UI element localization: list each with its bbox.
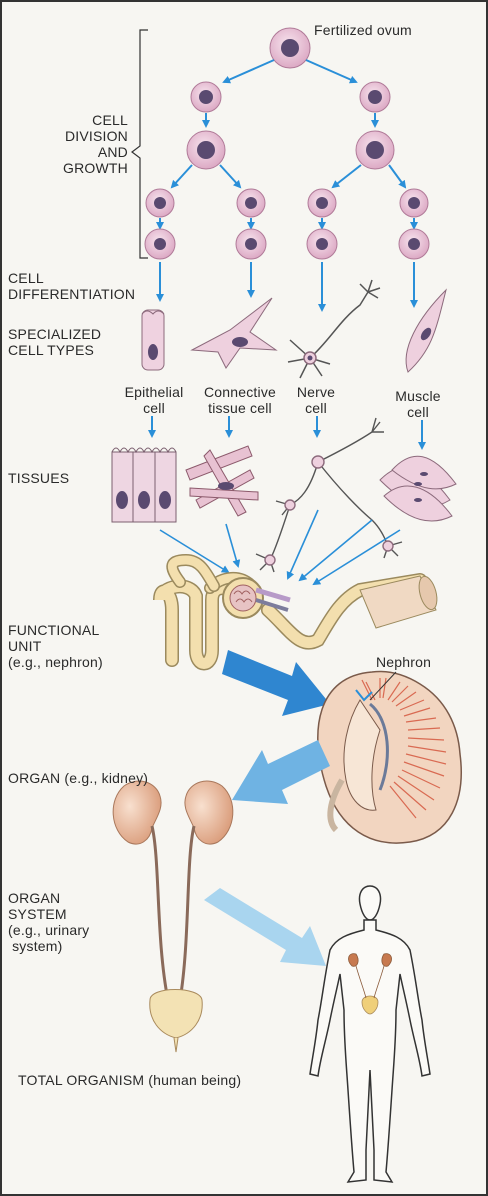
connective-cell-drawing <box>192 298 276 368</box>
label-line: CELL <box>48 112 128 128</box>
zygote-cell <box>270 28 310 68</box>
label-line: ORGAN <box>8 890 89 906</box>
label-line: CELL <box>8 270 135 286</box>
kidney-section-drawing <box>318 672 461 844</box>
cell-l3d <box>400 189 428 217</box>
cell-l4a <box>145 229 175 259</box>
label-fertilized-ovum: Fertilized ovum <box>314 22 412 38</box>
label-line: CELL TYPES <box>8 342 101 358</box>
connective-tissue-drawing <box>186 446 258 516</box>
cell-l4b <box>236 229 266 259</box>
label-line: Connective <box>196 384 284 400</box>
label-functional-unit: FUNCTIONAL UNIT (e.g., nephron) <box>8 622 103 670</box>
cell-l4c <box>307 229 337 259</box>
label-line: (e.g., urinary <box>8 922 89 938</box>
label-tissues: TISSUES <box>8 470 69 486</box>
label-line: DIFFERENTIATION <box>8 286 135 302</box>
organ-to-system-arrow <box>232 740 330 804</box>
label-nephron-callout: Nephron <box>376 654 431 670</box>
unit-to-organ-arrow <box>222 650 330 716</box>
label-line: Epithelial <box>116 384 192 400</box>
label-line: cell <box>288 400 344 416</box>
cell-l1b <box>360 82 390 112</box>
cell-l1a <box>191 82 221 112</box>
tissue-to-unit-arrows <box>160 510 400 584</box>
urinary-system-drawing <box>113 781 233 1052</box>
label-connective-tissue-cell: Connective tissue cell <box>196 384 284 416</box>
label-line: FUNCTIONAL <box>8 622 103 638</box>
label-line: AND <box>48 144 128 160</box>
epithelial-cell-drawing <box>142 310 164 370</box>
cell-l2b <box>356 131 394 169</box>
human-figure-drawing <box>310 886 430 1182</box>
division-bracket <box>132 30 148 258</box>
label-line: (e.g., nephron) <box>8 654 103 670</box>
cell-l2a <box>187 131 225 169</box>
label-muscle-cell: Muscle cell <box>386 388 450 420</box>
label-line: DIVISION <box>48 128 128 144</box>
nerve-cell-drawing <box>288 280 380 378</box>
system-to-organism-arrow <box>204 888 326 966</box>
label-line: cell <box>386 404 450 420</box>
cell-l4d <box>399 229 429 259</box>
cell-l3b <box>237 189 265 217</box>
label-line: tissue cell <box>196 400 284 416</box>
label-line: UNIT <box>8 638 103 654</box>
label-organ: ORGAN (e.g., kidney) <box>8 770 148 786</box>
muscle-cell-drawing <box>406 290 446 372</box>
cell-l3a <box>146 189 174 217</box>
cell-l3c <box>308 189 336 217</box>
epithelial-tissue-drawing <box>112 448 176 522</box>
label-line: SYSTEM <box>8 906 89 922</box>
label-line: system) <box>8 938 89 954</box>
label-organ-system: ORGAN SYSTEM (e.g., urinary system) <box>8 890 89 954</box>
label-cell-division: CELL DIVISION AND GROWTH <box>48 112 128 176</box>
label-specialized-cell-types: SPECIALIZED CELL TYPES <box>8 326 101 358</box>
label-line: GROWTH <box>48 160 128 176</box>
nerve-tissue-drawing <box>256 418 402 572</box>
label-line: Muscle <box>386 388 450 404</box>
label-line: cell <box>116 400 192 416</box>
label-epithelial-cell: Epithelial cell <box>116 384 192 416</box>
label-line: Nerve <box>288 384 344 400</box>
muscle-tissue-drawing <box>380 456 456 521</box>
label-total-organism: TOTAL ORGANISM (human being) <box>18 1072 241 1088</box>
differentiation-arrows <box>160 262 414 310</box>
label-cell-differentiation: CELL DIFFERENTIATION <box>8 270 135 302</box>
label-line: SPECIALIZED <box>8 326 101 342</box>
cell-division-tree <box>145 28 429 259</box>
label-nerve-cell: Nerve cell <box>288 384 344 416</box>
